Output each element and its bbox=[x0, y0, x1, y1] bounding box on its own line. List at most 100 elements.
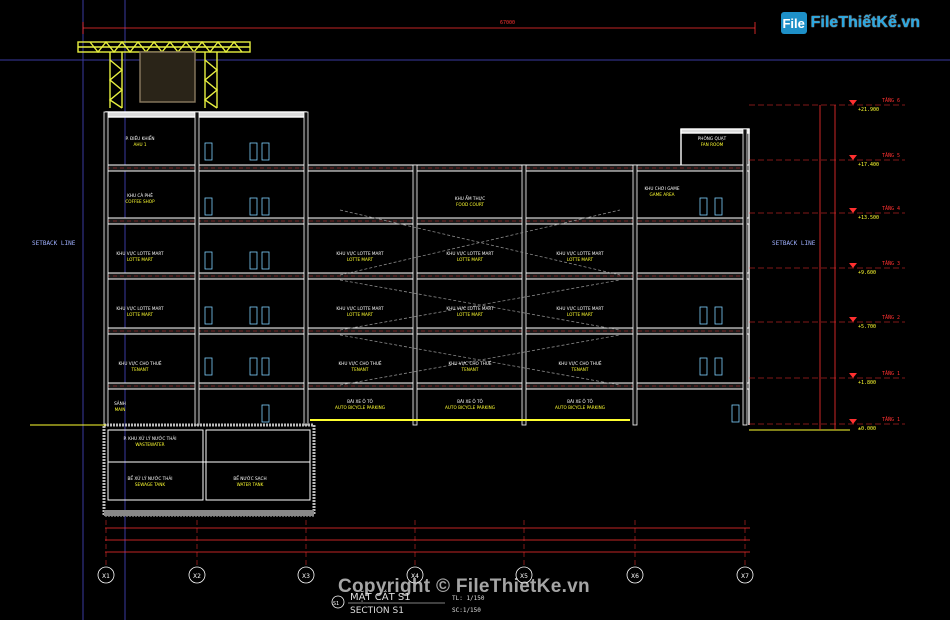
room-label-en: TENANT bbox=[131, 367, 149, 372]
room-label-en: LOTTE MART bbox=[347, 312, 374, 317]
room-label-vi: KHU VỰC CHO THUÊ bbox=[338, 361, 381, 366]
basement bbox=[102, 423, 316, 517]
room-label-en: COFFEE SHOP bbox=[125, 199, 155, 204]
level-tag: TẦNG 5 bbox=[882, 152, 900, 159]
grid-axis-bubble bbox=[188, 566, 206, 584]
room-label-vi: KHU VỰC LOTTE MART bbox=[556, 251, 604, 256]
logo-text: FileThiếtKế.vn bbox=[810, 14, 920, 31]
building-outline bbox=[105, 111, 750, 425]
door-symbol bbox=[249, 306, 258, 325]
copyright-watermark: Copyright © FileThietKe.vn bbox=[338, 576, 590, 597]
room-label-en: AUTO BICYCLE PARKING bbox=[445, 405, 495, 410]
grid-axis-label: X6 bbox=[631, 573, 639, 580]
room-label-vi: KHU CHƠI GAME bbox=[644, 186, 679, 191]
setback-label-right: SETBACK LINE bbox=[772, 240, 816, 247]
door-symbol bbox=[261, 357, 270, 376]
room-label-vi: KHU CÀ PHÊ bbox=[127, 193, 153, 198]
room-label-vi: PHÒNG QUẠT bbox=[698, 136, 727, 141]
level-tag: TẦNG 6 bbox=[882, 97, 900, 104]
column bbox=[412, 164, 418, 426]
right-dimension bbox=[819, 105, 836, 430]
grid-axis-label: X5 bbox=[520, 573, 528, 580]
room-label-en: LOTTE MART bbox=[567, 257, 594, 262]
site-logo: File FileThiếtKế.vn bbox=[780, 12, 920, 34]
grid-axis-label: X3 bbox=[302, 573, 310, 580]
door-symbol bbox=[204, 142, 213, 161]
room-label-en: LOTTE MART bbox=[347, 257, 374, 262]
column bbox=[742, 128, 748, 426]
room-label-vi: KHU VỰC CHO THUÊ bbox=[448, 361, 491, 366]
door-symbol bbox=[261, 306, 270, 325]
door-symbol bbox=[204, 306, 213, 325]
door-symbol bbox=[249, 357, 258, 376]
door-symbol bbox=[731, 404, 740, 423]
room-label-vi: BÃI XE Ô TÔ bbox=[347, 399, 373, 404]
room-label-vi: KHU VỰC LOTTE MART bbox=[336, 251, 384, 256]
level-tag: TẦNG 2 bbox=[882, 314, 900, 321]
room-label-en: TENANT bbox=[461, 367, 479, 372]
room-label-en: FOOD COURT bbox=[456, 202, 484, 207]
door-symbol bbox=[249, 142, 258, 161]
room-label-vi: KHU VỰC CHO THUÊ bbox=[118, 361, 161, 366]
room-label-vi: BÃI XE Ô TÔ bbox=[457, 399, 483, 404]
level-tag: TẦNG 3 bbox=[882, 260, 900, 267]
door-symbol bbox=[714, 357, 723, 376]
door-symbol bbox=[261, 197, 270, 216]
room-label-vi: P. KHU XỬ LÝ NƯỚC THẢI bbox=[124, 436, 177, 441]
room-label-vi: P. ĐIỀU KHIỂN bbox=[126, 136, 155, 141]
room-label-en: LOTTE MART bbox=[127, 312, 154, 317]
room-label-vi: BỂ NƯỚC SẠCH bbox=[233, 476, 266, 481]
door-symbol bbox=[699, 357, 708, 376]
room-label-en: LOTTE MART bbox=[457, 257, 484, 262]
room-label-en: FAN ROOM bbox=[701, 142, 724, 147]
grid-axis-bubble bbox=[406, 566, 424, 584]
level-tag: TẦNG 4 bbox=[882, 205, 900, 212]
grid-axis-label: X1 bbox=[102, 573, 110, 580]
column bbox=[521, 164, 527, 426]
room-label-en: TENANT bbox=[351, 367, 369, 372]
room-label-vi: KHU VỰC LOTTE MART bbox=[116, 306, 164, 311]
grid-axis-label: X2 bbox=[193, 573, 201, 580]
bottom-dimensions bbox=[105, 527, 750, 553]
grid-axis-bubble bbox=[515, 566, 533, 584]
grid-axis-label: X7 bbox=[741, 573, 749, 580]
setback-label-left: SETBACK LINE bbox=[32, 240, 76, 247]
door-symbol bbox=[249, 251, 258, 270]
door-symbol bbox=[261, 251, 270, 270]
room-label-en: SEWAGE TANK bbox=[135, 482, 165, 487]
room-label-vi: KHU VỰC LOTTE MART bbox=[446, 306, 494, 311]
room-label-en: MAIN bbox=[115, 407, 126, 412]
room-label-vi: KHU VỰC LOTTE MART bbox=[336, 306, 384, 311]
room-label-vi: KHU VỰC LOTTE MART bbox=[116, 251, 164, 256]
level-tag: TẦNG 1 bbox=[882, 370, 900, 377]
level-elevation: ±0.000 bbox=[858, 426, 876, 432]
door-symbol bbox=[261, 142, 270, 161]
room-label-en: WASTEWATER bbox=[135, 442, 164, 447]
section-title-block: S1 MẶT CẮT S1 SECTION S1 TL: 1/150 SC:1/… bbox=[331, 589, 485, 616]
column bbox=[103, 111, 109, 426]
scale-label-en: SC:1/150 bbox=[452, 607, 481, 614]
level-elevation: +21.900 bbox=[858, 107, 879, 113]
floor-slabs bbox=[105, 164, 750, 390]
room-label-en: GAME AREA bbox=[650, 192, 675, 197]
ground-line bbox=[30, 419, 850, 431]
level-tag: TẦNG 1 bbox=[882, 416, 900, 423]
parking-ramps bbox=[339, 209, 621, 386]
room-label-en: LOTTE MART bbox=[457, 312, 484, 317]
door-symbol bbox=[249, 197, 258, 216]
logo-mark: File bbox=[780, 12, 807, 34]
rooftop-tower bbox=[77, 40, 251, 109]
door-symbols bbox=[204, 142, 740, 423]
room-label-en: LOTTE MART bbox=[127, 257, 154, 262]
room-label-vi: SẢNH bbox=[114, 401, 126, 406]
room-label-vi: KHU VỰC LOTTE MART bbox=[556, 306, 604, 311]
level-elevation: +9.600 bbox=[858, 270, 876, 276]
section-subtitle: SECTION S1 bbox=[350, 606, 404, 616]
level-elevation: +5.700 bbox=[858, 324, 876, 330]
room-label-en: AUTO BICYCLE PARKING bbox=[335, 405, 385, 410]
column bbox=[632, 164, 638, 426]
